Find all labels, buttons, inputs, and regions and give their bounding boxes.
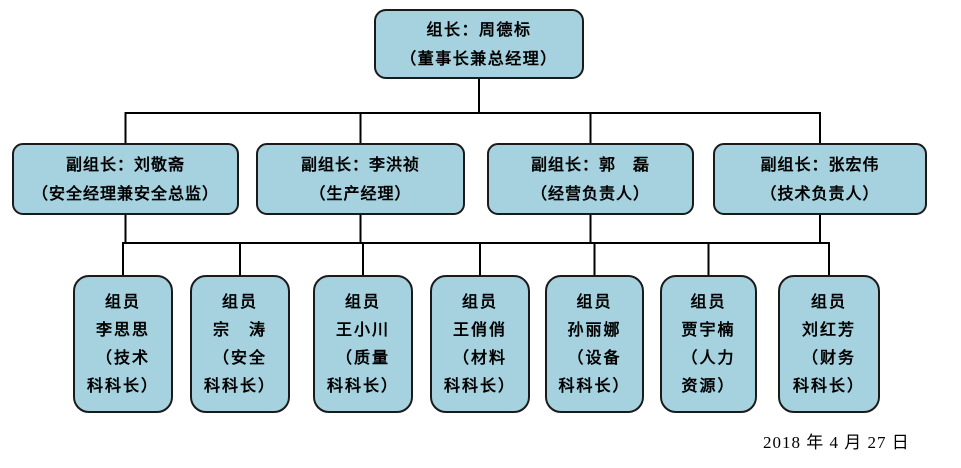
box-text-line: 组员 (810, 294, 847, 311)
box-text-line: 刘红芳 (801, 322, 856, 339)
box-text-line: 李思思 (95, 322, 150, 339)
box-member-4: 组员 王俏俏 （材料 科科长） (430, 275, 530, 413)
box-deputy-2: 副组长：李洪祯 （生产经理） (256, 143, 465, 215)
box-text-line: 科科长） (558, 378, 631, 395)
box-text-line: 科科长） (203, 378, 276, 395)
box-text-line: （董事长兼总经理） (400, 51, 558, 68)
box-text-line: 副组长：李洪祯 (300, 157, 420, 174)
box-text-line: 组员 (576, 294, 613, 311)
box-text-line: 组员 (461, 294, 498, 311)
date-label: 2018 年 4 月 27 日 (763, 433, 910, 452)
box-member-3: 组员 王小川 （质量 科科长） (313, 275, 413, 413)
box-text-line: 孙丽娜 (567, 322, 622, 339)
box-text-line: 科科长） (792, 378, 865, 395)
box-text-line: （经营负责人） (530, 186, 650, 203)
box-member-1: 组员 李思思 （技术 科科长） (73, 275, 173, 413)
box-text-line: 王俏俏 (452, 322, 507, 339)
box-text-line: （质量 (335, 350, 390, 367)
box-text-line: 副组长：郭 磊 (530, 157, 650, 174)
box-member-7: 组员 刘红芳 （财务 科科长） (778, 275, 880, 413)
box-text-line: （人力 (681, 350, 736, 367)
box-text-line: 科科长） (326, 378, 399, 395)
box-text-line: 组员 (690, 294, 727, 311)
box-text-line: 副组长：刘敬斋 (65, 157, 185, 174)
box-text-line: （生产经理） (309, 186, 412, 203)
box-member-2: 组员 宗 涛 （安全 科科长） (190, 275, 290, 413)
box-text-line: （技术 (95, 350, 150, 367)
box-text-line: 组员 (344, 294, 381, 311)
box-member-5: 组员 孙丽娜 （设备 科科长） (545, 275, 644, 413)
box-text-line: （安全经理兼安全总监） (31, 186, 219, 203)
box-text-line: （安全 (212, 350, 267, 367)
box-text-line: 科科长） (86, 378, 159, 395)
box-text-line: （财务 (801, 350, 856, 367)
box-deputy-3: 副组长：郭 磊 （经营负责人） (487, 143, 694, 215)
box-text-line: 王小川 (335, 322, 390, 339)
box-text-line: 副组长：张宏伟 (760, 157, 880, 174)
box-text-line: 组员 (221, 294, 258, 311)
box-deputy-4: 副组长：张宏伟 （技术负责人） (713, 143, 927, 215)
box-member-6: 组员 贾宇楠 （人力 资源） (660, 275, 757, 413)
box-deputy-1: 副组长：刘敬斋 （安全经理兼安全总监） (12, 143, 239, 215)
box-text-line: 贾宇楠 (681, 322, 736, 339)
box-text-line: 组长：周德标 (426, 22, 532, 39)
box-leader: 组长：周德标 （董事长兼总经理） (374, 9, 584, 79)
box-text-line: （材料 (452, 350, 507, 367)
box-text-line: 资源） (681, 378, 736, 395)
box-text-line: 宗 涛 (212, 322, 267, 339)
box-text-line: （技术负责人） (760, 186, 880, 203)
box-text-line: 组员 (104, 294, 141, 311)
box-text-line: 科科长） (443, 378, 516, 395)
box-text-line: （设备 (567, 350, 622, 367)
